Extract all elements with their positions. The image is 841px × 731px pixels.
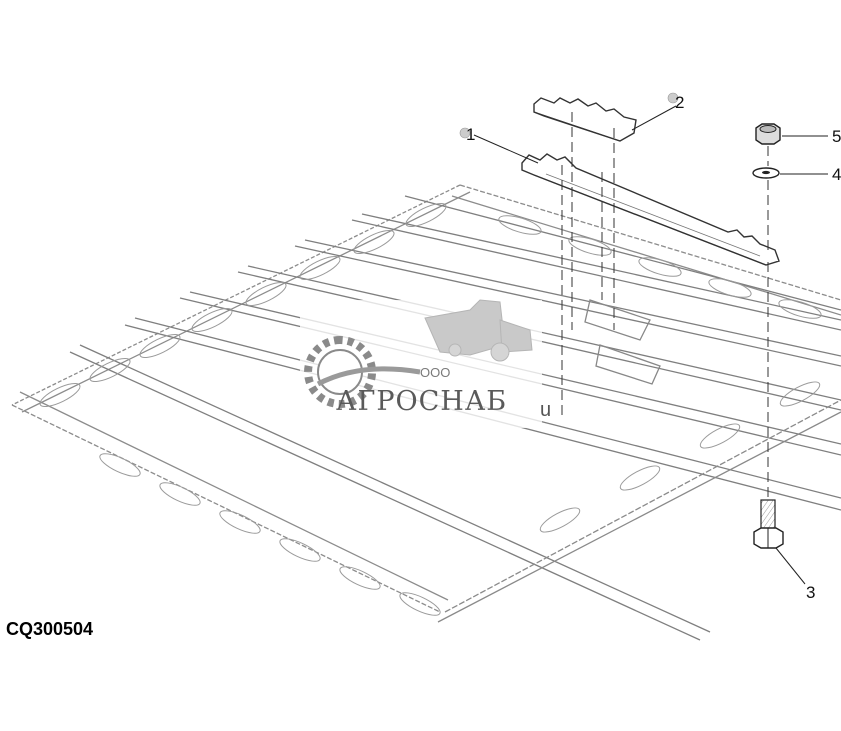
part-4-washer — [752, 167, 780, 179]
part-2-short-bar — [533, 97, 637, 142]
gear-icon — [304, 336, 421, 408]
watermark-prefix: ООО — [420, 365, 450, 380]
assembly-lines — [561, 112, 769, 498]
part-5-nut — [755, 123, 781, 145]
feeder-chain-assembly — [11, 184, 841, 641]
harvester-icon — [424, 299, 533, 362]
callout-markers — [459, 92, 679, 139]
watermark-suffix: u — [540, 399, 551, 421]
callout-leaders — [473, 105, 828, 585]
callout-4: 4 — [832, 165, 841, 184]
callout-5: 5 — [832, 127, 841, 146]
watermark: ООО АГРОСНАБ u — [300, 299, 551, 428]
part-3-bolt — [753, 499, 784, 549]
callout-3: 3 — [806, 583, 815, 602]
figure-id: CQ300504 — [6, 619, 94, 639]
callout-2: 2 — [675, 93, 684, 112]
callout-1: 1 — [466, 125, 475, 144]
watermark-name: АГРОСНАБ — [336, 386, 507, 417]
part-1-long-bar — [521, 153, 780, 266]
